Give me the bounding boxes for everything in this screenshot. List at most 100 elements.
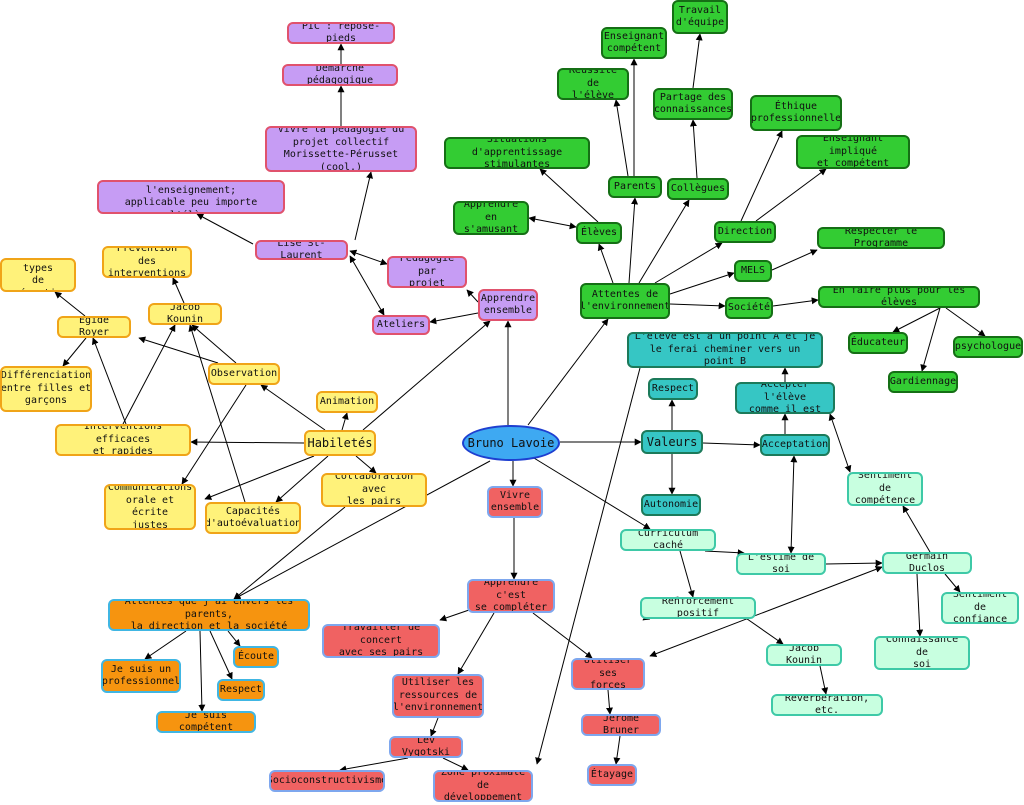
node-jacob-kounin-1[interactable]: Jacob Kounin — [148, 303, 222, 325]
connector-arrow — [429, 312, 479, 325]
node-respect-valeur[interactable]: Respect — [648, 378, 698, 400]
node-utiliser-ressources[interactable]: Utiliser les ressources de l'environneme… — [392, 674, 484, 718]
node-attentes-parents[interactable]: Attentes que j'ai envers les parents, la… — [108, 599, 310, 631]
node-socioconstructivisme[interactable]: Socioconstructivisme — [269, 770, 385, 792]
node-jerome-bruner[interactable]: Jérome Bruner — [581, 714, 661, 736]
node-acceptation[interactable]: Acceptation — [760, 434, 830, 456]
node-collaboration-pairs[interactable]: Collaboration avec les pairs — [321, 473, 427, 507]
node-habiletes[interactable]: Habiletés — [304, 430, 376, 456]
connector-arrow — [613, 99, 629, 177]
node-pic[interactable]: PIC : repose-pieds — [287, 22, 395, 44]
node-en-faire-plus[interactable]: En faire plus pour les élèves — [818, 286, 980, 308]
node-autonomie[interactable]: Autonomie — [641, 494, 701, 516]
connector-arrow — [669, 302, 726, 310]
connector-arrow — [613, 735, 621, 765]
node-sentiment-confiance[interactable]: Sentiment de confiance — [941, 592, 1019, 624]
node-travailler-concert[interactable]: Travailler de concert avec ses pairs — [322, 624, 440, 658]
connector-arrow — [275, 455, 329, 503]
node-valeurs[interactable]: Valeurs — [641, 430, 703, 454]
node-attentes-environnement[interactable]: Attentes de l'environnement — [580, 283, 670, 319]
node-accepter-eleve[interactable]: Accepter l'élève comme il est — [735, 382, 835, 414]
node-utiliser-forces[interactable]: Utiliser ses forces — [571, 658, 645, 690]
node-differenciation-filles-garcons[interactable]: Différenciation entre filles et garçons — [0, 366, 92, 412]
node-psychologue[interactable]: psychologue — [953, 336, 1023, 358]
node-lise-st-laurent[interactable]: Lise St-Laurent — [255, 240, 348, 260]
node-zone-proximale[interactable]: Zone proximale de développement — [433, 770, 533, 802]
node-sentiment-competence[interactable]: Sentiment de compétence — [847, 472, 923, 506]
connector-arrow — [828, 413, 852, 473]
connector-arrow — [740, 130, 783, 222]
node-egide-royer[interactable]: Égide Royer — [57, 316, 131, 338]
connector-arrow — [198, 630, 206, 712]
node-etayage[interactable]: Étayage — [587, 764, 637, 786]
connector-arrow — [605, 689, 613, 715]
node-differenciation-enseignement[interactable]: Différenciation de l'enseignement; appli… — [97, 180, 285, 214]
node-demarche[interactable]: Démarche pédagogique — [282, 64, 398, 86]
node-vivre-ensemble[interactable]: Vivre ensemble — [487, 486, 543, 518]
connector-arrow — [649, 565, 883, 658]
connector-arrow — [181, 384, 247, 485]
node-apprendre-amusant[interactable]: Apprendre en s'amusant — [453, 201, 529, 235]
node-autoevaluation[interactable]: Capacités d'autoévaluation — [205, 502, 301, 534]
node-je-suis-competent[interactable]: Je suis compétent — [156, 711, 256, 733]
connector-arrow — [597, 243, 614, 284]
node-educateur[interactable]: Éducateur — [848, 332, 908, 354]
node-apprendre-completer[interactable]: Apprendre c'est se compléter — [467, 579, 555, 613]
connector-arrow — [945, 307, 986, 337]
node-respecter-programme[interactable]: Respecter le Programme — [817, 227, 945, 249]
node-travail-equipe[interactable]: Travail d'équipe — [672, 0, 728, 34]
node-jacob-kounin-2[interactable]: Jacob Kounin — [766, 644, 842, 666]
node-observation[interactable]: Observation — [208, 363, 280, 385]
node-reussite-eleve[interactable]: Réussite de l'élève — [557, 68, 629, 100]
node-eleves[interactable]: Élèves — [576, 222, 622, 244]
connector-arrow — [535, 367, 641, 765]
node-ethique[interactable]: Éthique professionnelle — [750, 95, 842, 131]
connector-arrow — [532, 612, 593, 659]
node-autres-types-prevention[interactable]: Autres types de prévention — [0, 258, 76, 292]
node-enseignant-competent[interactable]: Enseignant compétent — [601, 27, 667, 59]
node-point-a-b[interactable]: L'élève est à un point A et je le ferai … — [627, 332, 823, 368]
node-animation[interactable]: Animation — [316, 391, 378, 413]
node-vivre-pedagogie[interactable]: Vivre la pédagogie du projet collectif M… — [265, 126, 417, 172]
connector-arrow — [704, 549, 745, 557]
connector-arrow — [227, 630, 241, 647]
connector-arrow — [527, 318, 609, 426]
node-renforcement-positif[interactable]: Renforcement positif — [640, 597, 756, 619]
node-apprendre-ensemble[interactable]: Apprendre ensemble — [478, 289, 538, 321]
connector-arrow — [528, 454, 651, 530]
connector-arrow — [138, 336, 219, 364]
node-reverberation[interactable]: Réverbération, etc. — [771, 694, 883, 716]
node-je-suis-professionnel[interactable]: Je suis un professionnel — [101, 659, 181, 693]
connector-arrow — [692, 33, 703, 89]
connector-arrow — [920, 307, 941, 372]
node-ecoute[interactable]: Écoute — [233, 646, 279, 668]
node-mels[interactable]: MELS — [734, 260, 772, 282]
root-node[interactable]: Bruno Lavoie — [462, 425, 560, 461]
node-prevention-interventions[interactable]: Prévention des interventions — [102, 246, 192, 278]
node-lev-vygotski[interactable]: Lev Vygotski — [389, 736, 463, 758]
node-direction[interactable]: Direction — [714, 221, 776, 243]
connector-arrow — [689, 119, 698, 179]
connector-arrow — [654, 242, 723, 284]
node-pedagogie-projet[interactable]: Pédagogie par projet — [387, 256, 467, 288]
node-collegues[interactable]: Collègues — [667, 178, 729, 200]
connector-arrow — [772, 297, 819, 307]
node-parents[interactable]: Parents — [608, 176, 662, 198]
connector-arrow — [233, 506, 346, 600]
node-connaissance-soi[interactable]: Connaissance de soi — [874, 636, 970, 670]
node-interventions-efficaces[interactable]: Interventions efficaces et rapides — [55, 424, 191, 456]
connector-arrow — [825, 559, 883, 567]
node-societe[interactable]: Société — [725, 297, 773, 319]
node-respect-orange[interactable]: Respect — [217, 679, 265, 701]
node-curriculum-cache[interactable]: Curriculum caché — [620, 529, 716, 551]
node-situations[interactable]: Situations d'apprentissage stimulantes — [444, 137, 590, 169]
node-gardiennage[interactable]: Gardiennage — [888, 371, 958, 393]
node-partage-connaissances[interactable]: Partage des connaissances — [653, 88, 733, 120]
node-enseignant-implique[interactable]: Enseignant impliqué et compétent — [796, 135, 910, 169]
node-germain-duclos[interactable]: Germain Duclos — [882, 552, 972, 574]
connector-arrow — [628, 197, 639, 284]
node-estime-soi[interactable]: L'estime de soi — [736, 553, 826, 575]
node-ateliers[interactable]: Ateliers — [372, 315, 430, 335]
connector-arrow — [209, 630, 233, 680]
node-communications[interactable]: Communications orale et écrite justes — [104, 484, 196, 530]
